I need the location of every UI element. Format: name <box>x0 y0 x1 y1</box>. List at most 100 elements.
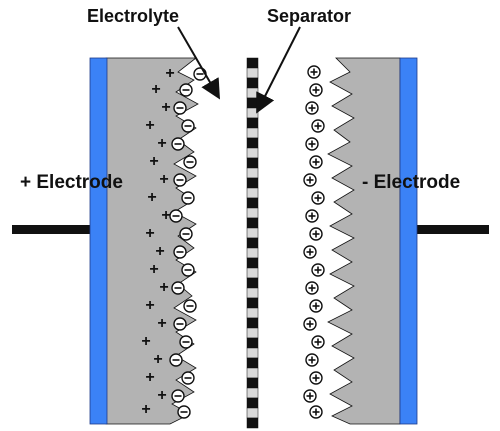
separator-segment <box>246 247 259 259</box>
positive-electrode-label: + Electrode <box>20 172 123 193</box>
anion <box>177 405 191 419</box>
cation <box>311 191 325 205</box>
separator-segment <box>246 97 259 109</box>
anion <box>173 173 187 187</box>
positive-charges-left: ++++++++++++++++++++ <box>141 65 174 418</box>
cation <box>307 65 321 79</box>
anion <box>171 389 185 403</box>
separator-membrane <box>246 57 259 429</box>
negative-electrode-label: - Electrode <box>362 172 460 193</box>
cation <box>303 173 317 187</box>
separator-segment <box>246 397 259 409</box>
cation <box>309 155 323 169</box>
cation <box>309 405 323 419</box>
right-lead-wire <box>417 225 489 234</box>
anion <box>181 119 195 133</box>
plus-charge: + <box>141 333 150 350</box>
plus-charge: + <box>155 243 164 260</box>
plus-charge: + <box>157 387 166 404</box>
electrolyte-label: Electrolyte <box>87 6 179 26</box>
separator-segment <box>246 217 259 229</box>
cation <box>309 299 323 313</box>
separator-label: Separator <box>267 6 351 26</box>
anion <box>183 299 197 313</box>
plus-charge: + <box>145 297 154 314</box>
plus-charge: + <box>149 153 158 170</box>
plus-charge: + <box>159 279 168 296</box>
separator-segment <box>246 67 259 79</box>
separator-segment <box>246 297 259 309</box>
plus-charge: + <box>145 117 154 134</box>
separator-segment <box>246 127 259 139</box>
negative-current-collector <box>399 57 418 425</box>
plus-charge: + <box>157 315 166 332</box>
anion <box>173 101 187 115</box>
cation <box>305 101 319 115</box>
positive-current-collector <box>89 57 108 425</box>
separator-segment <box>246 347 259 359</box>
left-lead-wire <box>12 225 90 234</box>
plus-charge: + <box>153 351 162 368</box>
anion <box>179 227 193 241</box>
plus-charge: + <box>147 189 156 206</box>
separator-segment <box>246 337 259 349</box>
cation <box>311 263 325 277</box>
plus-charge: + <box>145 369 154 386</box>
separator-segment <box>246 167 259 179</box>
separator-segment <box>246 77 259 89</box>
plus-charge: + <box>161 99 170 116</box>
separator-segment <box>246 267 259 279</box>
separator-segment <box>246 227 259 239</box>
anion <box>181 191 195 205</box>
separator-segment <box>246 137 259 149</box>
cation <box>305 353 319 367</box>
plus-charge: + <box>145 225 154 242</box>
separator-segment <box>246 237 259 249</box>
anion <box>169 353 183 367</box>
separator-segment <box>246 177 259 189</box>
cation <box>303 389 317 403</box>
cation <box>305 137 319 151</box>
separator-segment <box>246 417 259 429</box>
separator-segment <box>246 357 259 369</box>
anion <box>181 263 195 277</box>
anion <box>171 281 185 295</box>
electrolyte-cations <box>303 65 325 419</box>
separator-segment <box>246 157 259 169</box>
separator-segment <box>246 117 259 129</box>
negative-electrode-body <box>327 57 401 425</box>
separator-segment <box>246 277 259 289</box>
plus-charge: + <box>159 171 168 188</box>
cation <box>303 245 317 259</box>
separator-segment <box>246 317 259 329</box>
anion <box>173 245 187 259</box>
separator-segment <box>246 207 259 219</box>
anion <box>179 83 193 97</box>
plus-charge: + <box>149 261 158 278</box>
cation <box>311 119 325 133</box>
electrolyte-anions <box>169 67 207 419</box>
separator-segment <box>246 307 259 319</box>
cation <box>311 335 325 349</box>
anion <box>171 137 185 151</box>
cation <box>305 281 319 295</box>
separator-segment <box>246 147 259 159</box>
separator-segment <box>246 197 259 209</box>
plus-charge: + <box>161 207 170 224</box>
plus-charge: + <box>151 81 160 98</box>
plus-charge: + <box>141 401 150 418</box>
anion <box>181 371 195 385</box>
separator-segment <box>246 257 259 269</box>
anion <box>183 155 197 169</box>
anion <box>173 317 187 331</box>
separator-segment <box>246 387 259 399</box>
plus-charge: + <box>165 65 174 82</box>
anion <box>179 335 193 349</box>
separator-segment <box>246 87 259 99</box>
anion <box>169 209 183 223</box>
separator-segment <box>246 407 259 419</box>
separator-segment <box>246 287 259 299</box>
cation <box>309 83 323 97</box>
cation <box>303 317 317 331</box>
